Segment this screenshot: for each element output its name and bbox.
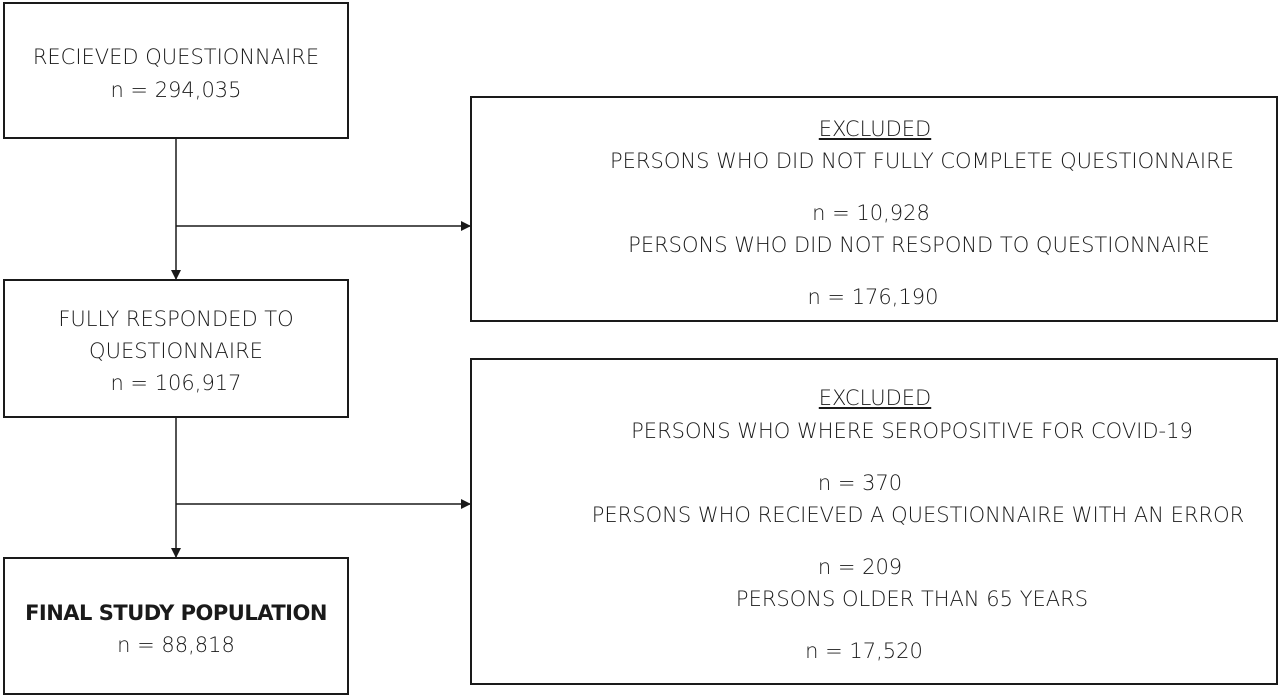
final-count: n = 88,818 [117,633,235,657]
excluded-1-heading: EXCLUDED [818,117,932,141]
received-questionnaire-box: RECIEVED QUESTIONNAIRE n = 294,035 [3,2,349,139]
excluded-2-item-3-count: n = 17,520 [805,639,923,663]
fully-responded-count: n = 106,917 [110,371,242,395]
received-label: RECIEVED QUESTIONNAIRE [32,45,320,69]
excluded-2-heading: EXCLUDED [818,386,932,410]
excluded-1-item-2-label: PERSONS WHO DID NOT RESPOND TO QUESTIONN… [628,233,1210,257]
excluded-1-item-1-label: PERSONS WHO DID NOT FULLY COMPLETE QUEST… [610,149,1234,173]
excluded-box-2: EXCLUDED PERSONS WHO WHERE SEROPOSITIVE … [470,358,1278,685]
excluded-2-item-1-label: PERSONS WHO WHERE SEROPOSITIVE FOR COVID… [631,419,1193,443]
excluded-1-item-1-count: n = 10,928 [812,201,930,225]
excluded-2-item-1-count: n = 370 [817,471,903,495]
received-count: n = 294,035 [110,78,242,102]
excluded-2-item-2-label: PERSONS WHO RECIEVED A QUESTIONNAIRE WIT… [591,503,1245,527]
final-label: FINAL STUDY POPULATION [25,601,327,625]
fully-responded-box: FULLY RESPONDED TO QUESTIONNAIRE n = 106… [3,279,349,418]
excluded-1-item-2-count: n = 176,190 [807,285,939,309]
excluded-box-1: EXCLUDED PERSONS WHO DID NOT FULLY COMPL… [470,96,1278,322]
excluded-2-item-2-count: n = 209 [817,555,903,579]
excluded-2-item-3-label: PERSONS OLDER THAN 65 YEARS [735,587,1089,611]
final-population-box: FINAL STUDY POPULATION n = 88,818 [3,557,349,695]
fully-responded-label-line2: QUESTIONNAIRE [89,339,263,363]
fully-responded-label-line1: FULLY RESPONDED TO [58,307,294,331]
